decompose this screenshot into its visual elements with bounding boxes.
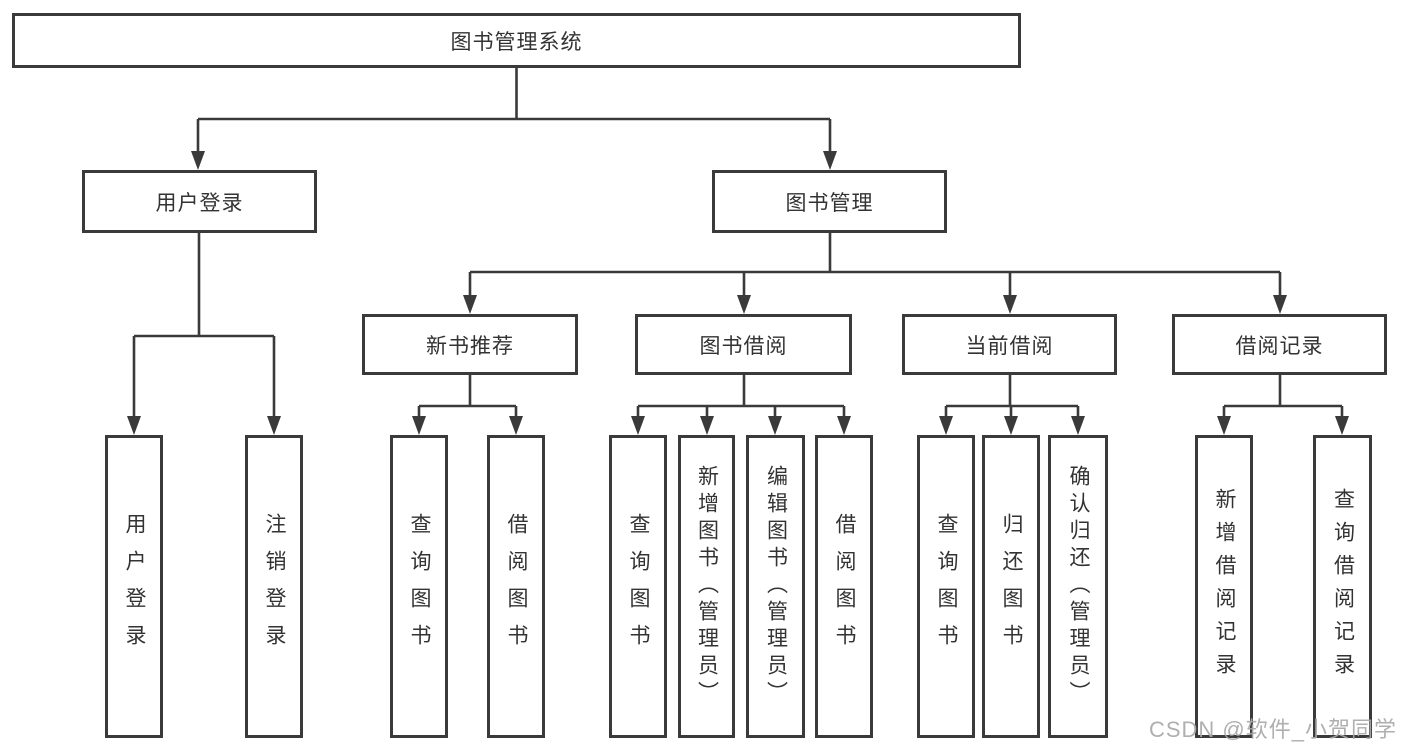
node-recommend-borrow-books: 借阅图书 xyxy=(487,435,545,738)
node-logout-leaf: 注销登录 xyxy=(245,435,303,738)
node-label: 查询图书 xyxy=(935,512,958,661)
node-edit-books-admin: 编辑图书（管理员） xyxy=(746,435,805,738)
node-borrow-books-leaf: 借阅图书 xyxy=(815,435,873,738)
node-query-borrow-record: 查询借阅记录 xyxy=(1313,435,1372,738)
node-label: 借阅记录 xyxy=(1235,334,1324,358)
node-book-management: 图书管理 xyxy=(712,170,947,233)
node-label: 归还图书 xyxy=(1000,512,1023,661)
node-label: 新增图书（管理员） xyxy=(695,465,719,708)
node-label: 查询图书 xyxy=(408,512,431,661)
node-label: 借阅图书 xyxy=(505,512,528,661)
node-system-root: 图书管理系统 xyxy=(12,13,1021,68)
node-current-query-books: 查询图书 xyxy=(917,435,975,738)
node-new-book-recommend: 新书推荐 xyxy=(362,314,578,375)
node-label: 查询借阅记录 xyxy=(1331,487,1355,686)
node-label: 确认归还（管理员） xyxy=(1067,465,1090,708)
node-label: 注销登录 xyxy=(263,512,286,661)
node-label: 借阅图书 xyxy=(833,512,856,661)
node-login-leaf: 用户登录 xyxy=(105,435,163,738)
node-label: 新书推荐 xyxy=(426,334,514,358)
node-label: 当前借阅 xyxy=(965,334,1054,358)
node-user-login: 用户登录 xyxy=(82,170,317,233)
node-book-borrow: 图书借阅 xyxy=(635,314,852,375)
node-borrow-records: 借阅记录 xyxy=(1172,314,1387,375)
node-add-books-admin: 新增图书（管理员） xyxy=(678,435,735,738)
node-label: 图书管理 xyxy=(785,191,874,215)
arrowhead-icons xyxy=(127,151,1349,435)
node-current-borrow: 当前借阅 xyxy=(902,314,1117,375)
node-label: 用户登录 xyxy=(123,512,146,661)
node-label: 新增借阅记录 xyxy=(1213,487,1236,686)
node-label: 用户登录 xyxy=(155,191,244,215)
node-return-books: 归还图书 xyxy=(982,435,1040,738)
csdn-watermark: CSDN @软件_小贺同学 xyxy=(1148,717,1397,742)
node-confirm-return-admin: 确认归还（管理员） xyxy=(1048,435,1108,738)
node-borrow-query-books: 查询图书 xyxy=(609,435,667,738)
node-label: 查询图书 xyxy=(627,512,650,661)
node-label: 编辑图书（管理员） xyxy=(764,465,788,708)
node-label: 图书借阅 xyxy=(699,334,788,358)
node-recommend-query-books: 查询图书 xyxy=(390,435,448,738)
node-label: 图书管理系统 xyxy=(450,30,583,54)
node-add-borrow-record: 新增借阅记录 xyxy=(1195,435,1253,738)
